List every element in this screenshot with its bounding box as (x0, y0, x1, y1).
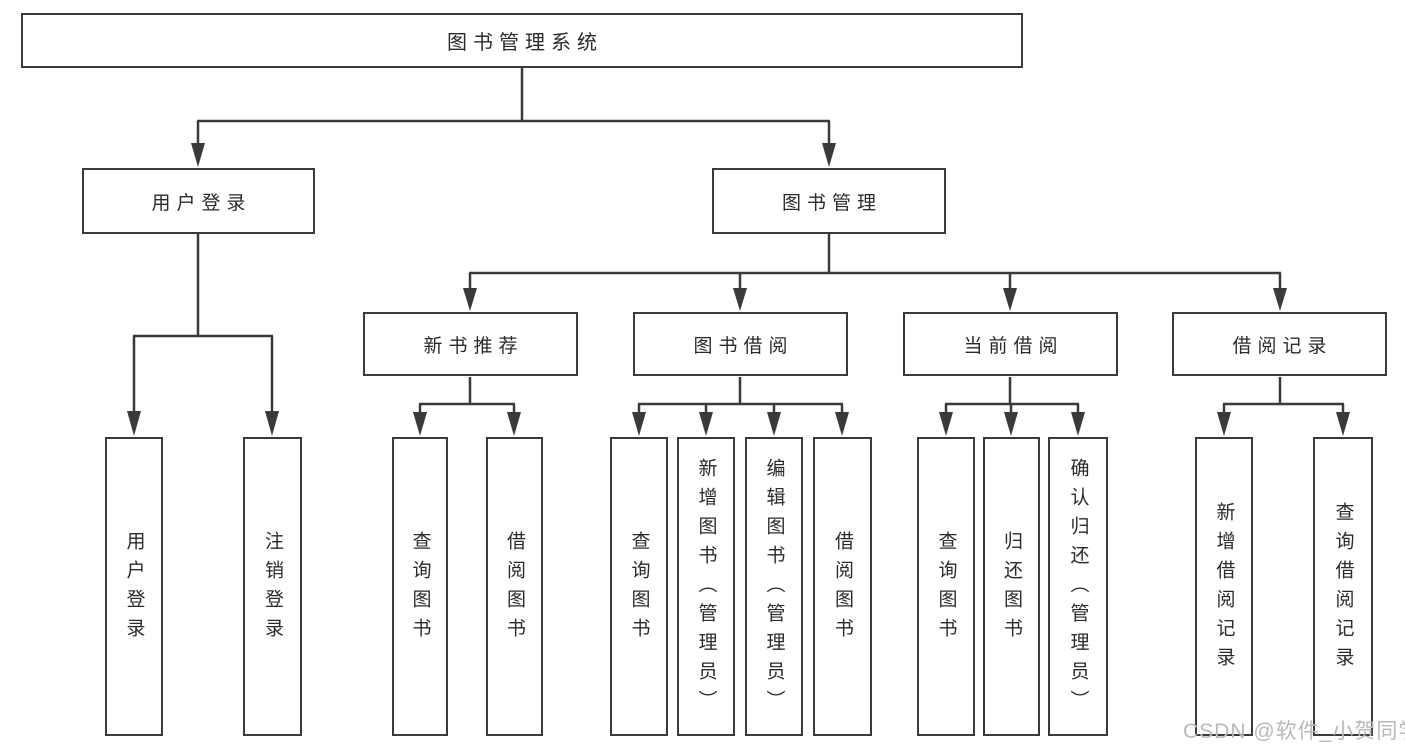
csdn-watermark: CSDN @软件_小贺同学 (1183, 720, 1405, 743)
node-leaf-bb-query-books: 查询图书 (610, 437, 668, 736)
node-leaf-br-add-record: 新增借阅记录 (1195, 437, 1253, 736)
node-book-management: 图书管理 (712, 168, 946, 234)
node-leaf-bb-borrow-books: 借阅图书 (813, 437, 872, 736)
node-leaf-logout: 注销登录 (243, 437, 302, 736)
node-leaf-nb-borrow-books: 借阅图书 (486, 437, 543, 736)
node-leaf-nb-query-books: 查询图书 (392, 437, 448, 736)
node-leaf-br-query-record: 查询借阅记录 (1313, 437, 1373, 736)
node-leaf-bb-edit-books-admin: 编辑图书（管理员） (745, 437, 803, 736)
node-leaf-bb-add-books-admin: 新增图书（管理员） (677, 437, 735, 736)
node-leaf-cb-confirm-return-admin: 确认归还（管理员） (1048, 437, 1108, 736)
node-borrow-records: 借阅记录 (1172, 312, 1387, 376)
node-leaf-user-login: 用户登录 (105, 437, 163, 736)
node-system-root: 图书管理系统 (21, 13, 1023, 68)
node-leaf-cb-query-books: 查询图书 (917, 437, 975, 736)
node-book-borrow: 图书借阅 (633, 312, 848, 376)
node-current-borrow: 当前借阅 (903, 312, 1118, 376)
node-user-login: 用户登录 (82, 168, 315, 234)
node-leaf-cb-return-books: 归还图书 (983, 437, 1040, 736)
node-new-book-recommend: 新书推荐 (363, 312, 578, 376)
